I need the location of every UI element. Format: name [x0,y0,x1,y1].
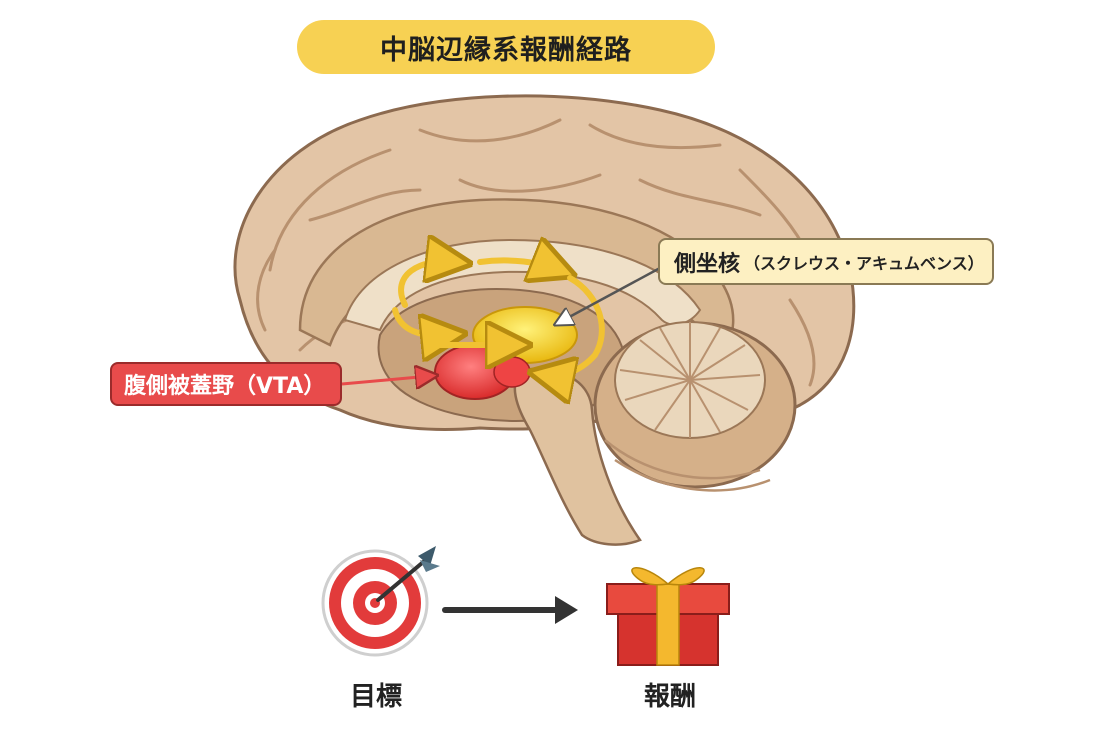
diagram-title: 中脳辺縁系報酬経路 [297,20,715,74]
pathway-arrows [392,260,605,375]
gift-icon [606,567,730,666]
brainstem [513,367,642,546]
cerebellum [593,321,797,492]
nac-main-text: 側坐核 [674,251,741,277]
goal-caption: 目標 [349,682,402,712]
reward-caption: 報酬 [643,682,696,712]
nac-pointer [560,266,661,322]
nac-reading-text: （スクレウス・アキュムベンス） [744,253,984,273]
vta-pointer [341,376,430,384]
nucleus-accumbens-label: 側坐核 （スクレウス・アキュムベンス） [658,238,994,285]
vta-label: 腹側被蓋野（VTA） [110,362,342,406]
target-icon [321,546,440,657]
arrow-right-icon [442,596,578,624]
